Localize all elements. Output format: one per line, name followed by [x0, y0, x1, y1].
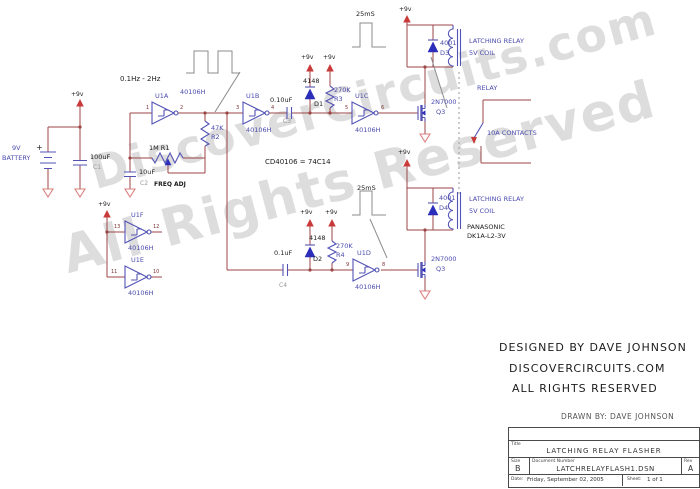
inverter-u1b — [242, 101, 270, 125]
square-wave-icon — [186, 50, 240, 74]
inverter-u1a — [151, 101, 179, 125]
ground-icon-battery — [42, 188, 54, 198]
power-arrow-relay1 — [403, 15, 411, 23]
power-arrow-r3 — [326, 64, 334, 72]
size-value: B — [515, 464, 521, 473]
pulse-icon-top — [352, 22, 386, 48]
circuit-wires — [47, 22, 453, 291]
diode-d2 — [304, 244, 316, 258]
annotation-line-3 — [369, 218, 388, 259]
sheet-value: 1 of 1 — [647, 477, 663, 483]
diode-d1 — [304, 86, 316, 100]
ground-icon-q3-top — [419, 133, 431, 143]
inverter-u1e — [124, 265, 152, 289]
doc-cell: Document Number LATCHRELAYFLASH1.DSN — [530, 458, 681, 474]
relay-coil-top — [447, 24, 462, 68]
inverter-u1d — [352, 258, 380, 282]
power-arrow-relay2 — [403, 159, 411, 167]
capacitor-c4 — [282, 264, 289, 276]
potentiometer-r1 — [151, 151, 184, 166]
drawing-title: LATCHING RELAY FLASHER — [546, 447, 662, 455]
title-label: Title — [511, 442, 521, 447]
power-arrow-spares — [103, 210, 111, 218]
power-arrow-d1 — [306, 64, 314, 72]
power-arrow-r4 — [328, 219, 336, 227]
relay-coil-bottom — [447, 187, 462, 231]
mosfet-q3-bottom — [416, 260, 427, 280]
date-cell: Date: Friday, September 02, 2005 — [509, 475, 623, 486]
date-value: Friday, September 02, 2005 — [527, 477, 604, 483]
site-text: DISCOVERCIRCUITS.COM — [509, 362, 666, 375]
diode-d4 — [427, 202, 439, 216]
doc-value: LATCHRELAYFLASH1.DSN — [556, 465, 655, 473]
doc-label: Document Number — [532, 459, 575, 464]
battery-symbol — [40, 151, 56, 170]
capacitor-c1 — [73, 159, 87, 166]
size-label: Size — [511, 459, 521, 464]
resistor-r3 — [324, 85, 336, 109]
diode-d3 — [427, 39, 439, 53]
capacitor-c3 — [286, 107, 293, 119]
ground-icon-q3-bottom — [419, 290, 431, 300]
rev-label: Rev — [684, 459, 693, 464]
annotation-line-2 — [430, 56, 448, 109]
size-cell: Size B — [509, 458, 530, 474]
designed-by-text: DESIGNED BY DAVE JOHNSON — [499, 341, 687, 354]
junction-dots — [78, 65, 427, 272]
resistor-r2 — [199, 120, 211, 147]
title-block-title-row: Title LATCHING RELAY FLASHER — [509, 441, 699, 458]
power-arrow-d2 — [306, 219, 314, 227]
capacitor-c2 — [124, 171, 136, 178]
title-block-doc-row: Size B Document Number LATCHRELAYFLASH1.… — [509, 458, 699, 475]
pulse-icon-bottom — [352, 190, 386, 216]
inverter-u1f — [124, 220, 152, 244]
title-block: Title LATCHING RELAY FLASHER Size B Docu… — [508, 427, 700, 488]
relay-contacts — [471, 99, 531, 164]
date-label: Date: — [511, 477, 524, 482]
sheet-label: Sheet: — [627, 477, 642, 482]
annotation-line-1 — [214, 71, 241, 113]
waveform-annotations — [186, 22, 448, 259]
ground-symbols — [42, 133, 431, 300]
title-block-date-row: Date: Friday, September 02, 2005 Sheet: … — [509, 475, 699, 486]
rev-cell: Rev A — [681, 458, 699, 474]
title-block-spacer — [509, 428, 699, 441]
mosfet-q3-top — [416, 103, 427, 123]
resistor-r4 — [326, 240, 338, 264]
rev-value: A — [688, 464, 694, 473]
rights-text: ALL RIGHTS RESERVED — [512, 382, 658, 395]
drawn-by-text: DRAWN BY: DAVE JOHNSON — [561, 412, 675, 421]
sheet-cell: Sheet: 1 of 1 — [623, 475, 699, 486]
power-arrow-battery — [76, 99, 84, 107]
inverter-u1c — [351, 101, 379, 125]
ground-icon-c1 — [74, 188, 86, 198]
ground-icon-c2 — [124, 188, 136, 198]
